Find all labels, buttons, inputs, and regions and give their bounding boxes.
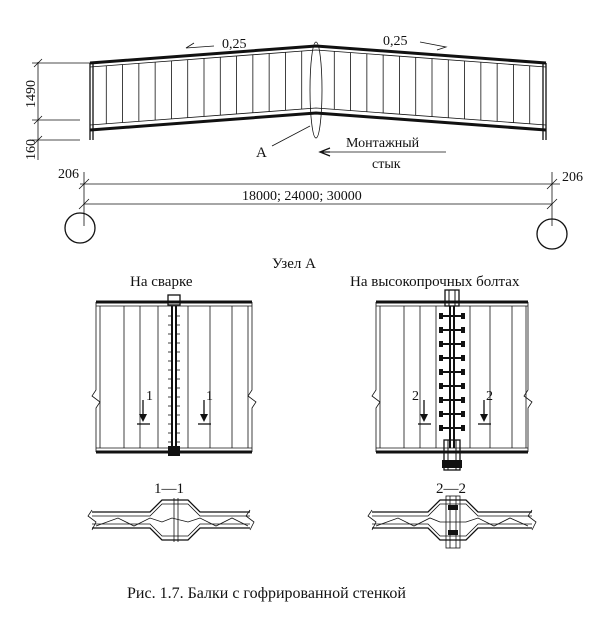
welded-mark-left: 1 <box>146 389 153 404</box>
welded-title: На сварке <box>130 274 193 290</box>
welded-mark-right: 1 <box>206 389 213 404</box>
slope-arrow-right <box>419 41 448 51</box>
support-right <box>536 218 568 250</box>
bolt-row <box>439 313 465 431</box>
joint-label-line2: стык <box>372 157 401 172</box>
bolted-detail: На высокопрочных болтах 2 <box>350 274 537 549</box>
figure-caption: Рис. 1.7. Балки с гофрированной стенкой <box>127 585 406 602</box>
bolted-mark-left: 2 <box>412 389 419 404</box>
web-stiffeners <box>105 51 531 124</box>
welded-section-label: 1—1 <box>154 481 184 497</box>
span-label: 18000; 24000; 30000 <box>242 189 362 204</box>
dim-right-offset-label: 206 <box>562 170 583 185</box>
support-left <box>64 212 96 244</box>
bolted-section-label: 2—2 <box>436 481 466 497</box>
bolted-title: На высокопрочных болтах <box>350 274 520 290</box>
top-chord <box>89 44 547 65</box>
joint-arrow <box>318 147 331 157</box>
node-a-label: А <box>256 145 267 161</box>
dim-height-label: 1490 <box>24 80 39 108</box>
node-title: Узел А <box>272 256 316 272</box>
slope-right-label: 0,25 <box>383 34 408 49</box>
bolted-mark-right: 2 <box>486 389 493 404</box>
bottom-chord <box>89 111 547 132</box>
slope-left-label: 0,25 <box>222 37 247 52</box>
node-a-ellipse <box>309 41 323 139</box>
slope-arrow-left <box>185 42 215 49</box>
beam-elevation: 0,25 0,25 1490 160 А Монтажный стык 206 … <box>24 34 583 250</box>
joint-label-line1: Монтажный <box>346 136 420 151</box>
welded-detail: На сварке 1 1 <box>87 274 257 542</box>
dim-support-label: 160 <box>24 139 39 160</box>
dim-left-offset-label: 206 <box>58 167 79 182</box>
